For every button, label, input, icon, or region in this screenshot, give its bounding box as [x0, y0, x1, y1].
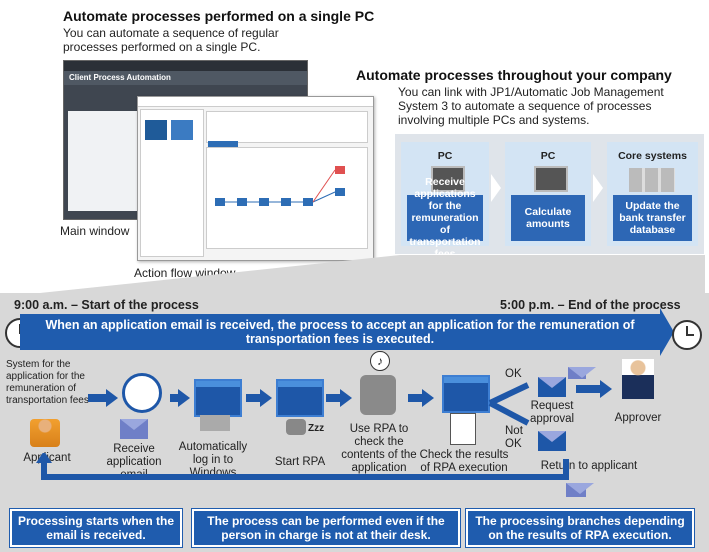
request-mail-icon	[538, 377, 566, 397]
note-text: Processing starts when the email is rece…	[17, 514, 175, 542]
ok-label: OK	[505, 368, 522, 380]
mail-icon	[120, 419, 148, 439]
email-receive-icon	[122, 373, 162, 413]
step-start-rpa: Start RPA	[274, 456, 326, 468]
card-core-systems: Core systems Update the bank transfer da…	[607, 142, 698, 246]
mail-icon	[568, 367, 596, 379]
single-pc-desc: You can automate a sequence of regular p…	[63, 26, 279, 54]
robot-icon	[360, 375, 396, 415]
flow-arrowhead-icon	[106, 389, 118, 407]
window-icon	[276, 379, 324, 417]
callout-wedge	[40, 255, 705, 293]
window-icon	[442, 375, 490, 413]
note-branch: The processing branches depending on the…	[466, 509, 694, 547]
flow-arrow	[246, 394, 262, 402]
card-title: PC	[540, 150, 556, 162]
applicant-icon	[30, 419, 60, 447]
step-check-results: Check the results of RPA execution	[419, 449, 509, 474]
card-arrow-icon	[491, 174, 501, 202]
approver-label: Approver	[614, 412, 662, 424]
music-note-icon: ♪	[370, 351, 390, 371]
card-pc-2: PC Calculate amounts	[505, 142, 591, 246]
flow-arrow	[170, 394, 180, 402]
card-title: PC	[437, 150, 453, 162]
company-desc: You can link with JP1/Automatic Job Mana…	[398, 85, 664, 127]
process-banner: When an application email is received, t…	[20, 314, 660, 350]
end-clock-icon	[672, 320, 702, 350]
flow-arrowhead-icon	[178, 389, 190, 407]
system-label: System for the application for the remun…	[6, 359, 89, 406]
action-flow-window-screenshot	[137, 96, 374, 261]
note-start: Processing starts when the email is rece…	[10, 509, 182, 547]
pc-icon	[200, 415, 230, 431]
single-pc-title: Automate processes performed on a single…	[63, 8, 375, 24]
start-time: 9:00 a.m. – Start of the process	[14, 298, 199, 312]
card-arrow-icon	[593, 174, 603, 202]
end-time: 5:00 p.m. – End of the process	[500, 298, 681, 312]
pc-icon	[534, 166, 568, 192]
flow-arrowhead-icon	[600, 380, 612, 398]
process-panel: 9:00 a.m. – Start of the process 5:00 p.…	[0, 293, 709, 552]
pc-icon	[431, 166, 465, 192]
flow-arrowhead-icon	[422, 389, 434, 407]
banner-arrowhead-icon	[660, 308, 674, 356]
not-ok-label: Not OK	[505, 425, 523, 450]
step-use-rpa: Use RPA to check the contents of the app…	[341, 423, 417, 474]
sleep-label: Zzz	[308, 423, 325, 434]
card-title: Core systems	[618, 150, 687, 162]
robot-icon	[286, 419, 306, 435]
return-mail-icon	[538, 431, 566, 451]
server-icon	[629, 168, 675, 192]
company-flow-panel: PC Receive applications for the remunera…	[395, 134, 704, 260]
card-text: Calculate amounts	[511, 195, 585, 241]
return-arrow	[36, 453, 569, 480]
note-unattended: The process can be performed even if the…	[192, 509, 460, 547]
note-text: The process can be performed even if the…	[207, 514, 445, 542]
mail-icon	[566, 483, 594, 497]
main-window-label: Main window	[60, 224, 130, 238]
flow-arrow	[408, 394, 424, 402]
flow-arrow	[88, 394, 108, 402]
flow-arrow	[326, 394, 342, 402]
flow-arrow	[576, 385, 602, 393]
flow-arrowhead-icon	[260, 389, 272, 407]
card-text: Receive applications for the remuneratio…	[407, 176, 483, 260]
main-window-title: Client Process Automation	[64, 71, 307, 85]
request-approval-label: Request approval	[529, 400, 575, 425]
step-login: Automatically log in to Windows	[178, 441, 248, 479]
approver-icon	[622, 359, 654, 399]
banner-text: When an application email is received, t…	[45, 318, 635, 346]
company-title: Automate processes throughout your compa…	[356, 67, 672, 83]
card-pc-1: PC Receive applications for the remunera…	[401, 142, 489, 260]
branch-arrows	[488, 382, 530, 426]
card-text: Update the bank transfer database	[613, 195, 692, 241]
note-text: The processing branches depending on the…	[475, 514, 685, 542]
checklist-icon	[450, 413, 476, 445]
flow-arrowhead-icon	[340, 389, 352, 407]
window-icon	[194, 379, 242, 417]
